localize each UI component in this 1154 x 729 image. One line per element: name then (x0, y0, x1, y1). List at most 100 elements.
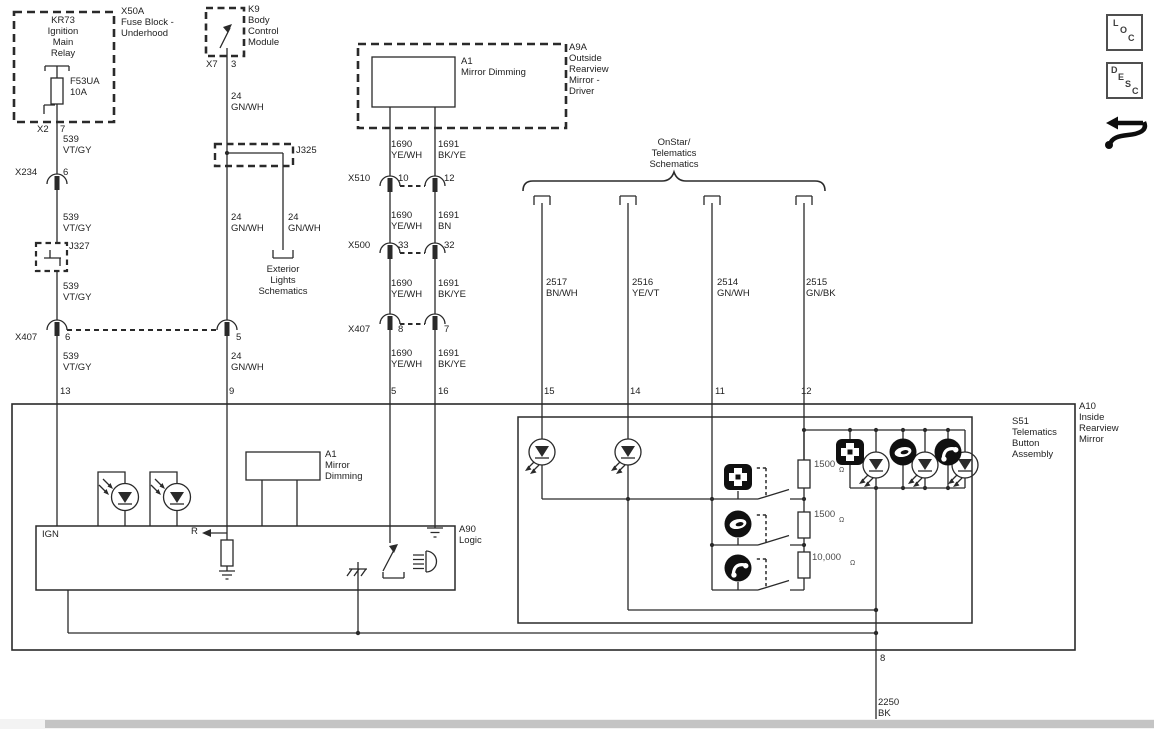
fuse-block-label: X50A Fuse Block - Underhood (121, 6, 174, 40)
connector-x407-left-icon (46, 319, 68, 337)
onstar-button-icon (723, 509, 753, 539)
onstar-indicator-icon (888, 437, 918, 467)
connector-label: X407 (15, 332, 38, 343)
connector-label: X407 (348, 324, 371, 335)
j325-splice-box (213, 142, 295, 168)
sos-indicator-icon (835, 438, 865, 466)
wire-label: 539 VT/GY (63, 351, 92, 374)
horizontal-scrollbar-thumb[interactable] (45, 720, 1154, 728)
logic-internals (97, 471, 298, 580)
splice-label: J325 (296, 145, 317, 156)
pin-label: 8 (880, 653, 886, 664)
connector-x510-b-icon (424, 175, 446, 193)
wire-label: 1691 BK/YE (438, 139, 466, 162)
component-label: A90 Logic (459, 524, 482, 547)
resistor-value: 1500 (814, 509, 836, 520)
connector-label: X7 (206, 59, 218, 70)
pin-label: 8 (398, 324, 404, 335)
pin-label: 5 (236, 332, 242, 343)
pin-function-label: R (191, 526, 198, 537)
wire-label: 1690 YE/WH (391, 348, 423, 371)
connector-x407-right-icon (216, 319, 238, 337)
fuse-block-underhood-box (12, 10, 116, 124)
component-label: S51 Telematics Button Assembly (1012, 416, 1057, 461)
connector-label: X2 (37, 124, 49, 135)
pin-label: 7 (444, 324, 450, 335)
mirror-dimming-top-box (371, 56, 456, 108)
pin-label: 12 (444, 173, 455, 184)
wire-label: 24 GN/WH (288, 212, 321, 235)
led-icon (610, 438, 642, 475)
component-label: A1 Mirror Dimming (325, 449, 363, 483)
schematic-reference: Exterior Lights Schematics (258, 264, 308, 298)
led-icon (524, 438, 556, 475)
telematics-wires (522, 169, 826, 610)
inside-rearview-mirror-box (11, 403, 1076, 651)
pin-label: 6 (63, 167, 69, 178)
pointer-icon[interactable] (1105, 116, 1148, 150)
bcm-label: K9 Body Control Module (248, 4, 280, 49)
pin-label: 6 (65, 332, 71, 343)
mirror-dimming-wires (382, 107, 443, 579)
connector-x500-a-icon (379, 242, 401, 260)
splice-label: J327 (69, 241, 90, 252)
pin-label: 3 (231, 59, 237, 70)
loc-button-letter: L (1113, 18, 1119, 28)
sos-button-icon (723, 463, 753, 491)
wire-label: 24 GN/WH (231, 351, 264, 374)
phone-indicator-icon (932, 436, 964, 468)
pin-label: 9 (229, 386, 235, 397)
ohm-symbol: Ω (850, 560, 856, 567)
wire-label: 2517 BN/WH (546, 277, 578, 300)
wire-label: 539 VT/GY (63, 212, 92, 235)
loc-button-letter: C (1128, 33, 1135, 43)
wire-label: 1691 BN (438, 210, 460, 233)
component-label: A1 Mirror Dimming (461, 56, 526, 79)
wire-label: 2515 GN/BK (806, 277, 836, 300)
pin-function-label: IGN (42, 529, 59, 540)
pin-label: 12 (801, 386, 812, 397)
outside-mirror-driver-box (356, 42, 568, 130)
pin-label: 11 (715, 386, 725, 397)
connector-x500-b-icon (424, 242, 446, 260)
desc-button-letter: E (1118, 72, 1125, 82)
pin-label: 5 (391, 386, 397, 397)
pin-label: 13 (60, 386, 71, 397)
wire-label: 24 GN/WH (231, 212, 264, 235)
schematic-reference: OnStar/ Telematics Schematics (649, 137, 699, 171)
loc-button-letter: O (1120, 25, 1128, 35)
desc-button-letter: S (1125, 79, 1132, 89)
pin-label: 33 (398, 240, 409, 251)
relay-label: KR73 Ignition Main Relay (47, 15, 79, 60)
bcm-wires (219, 24, 294, 533)
ohm-symbol: Ω (839, 517, 845, 524)
junction-dots (355, 427, 951, 636)
fuse-label: F53UA 10A (70, 76, 100, 99)
connector-x407-m-a-icon (379, 313, 401, 331)
pin-label: 32 (444, 240, 455, 251)
component-label: A10 Inside Rearview Mirror (1079, 401, 1119, 446)
phone-button-icon (722, 552, 754, 584)
s51-assembly-box (517, 416, 973, 624)
connector-x510-a-icon (379, 175, 401, 193)
component-label: A9A Outside Rearview Mirror - Driver (569, 42, 609, 98)
mirror-dimming-inner-box (245, 451, 321, 481)
photocell-icon (98, 478, 140, 512)
wire-label: 1690 YE/WH (391, 278, 423, 301)
wire-label: 539 VT/GY (63, 281, 92, 304)
pin-label: 14 (630, 386, 641, 397)
desc-button[interactable]: D E S C (1106, 62, 1143, 99)
j327-splice-box (34, 241, 69, 273)
resistor-value: 10,000 (812, 552, 842, 563)
a90-logic-box (35, 525, 456, 591)
loc-button[interactable]: L O C (1106, 14, 1143, 51)
connector-x407-m-b-icon (424, 313, 446, 331)
wire-label: 1690 YE/WH (391, 210, 423, 233)
pin-label: 15 (544, 386, 555, 397)
photocell-icon (150, 478, 192, 512)
desc-button-letter: D (1111, 65, 1118, 75)
ignition-feed-wires (43, 65, 217, 526)
wire-label: 1690 YE/WH (391, 139, 423, 162)
